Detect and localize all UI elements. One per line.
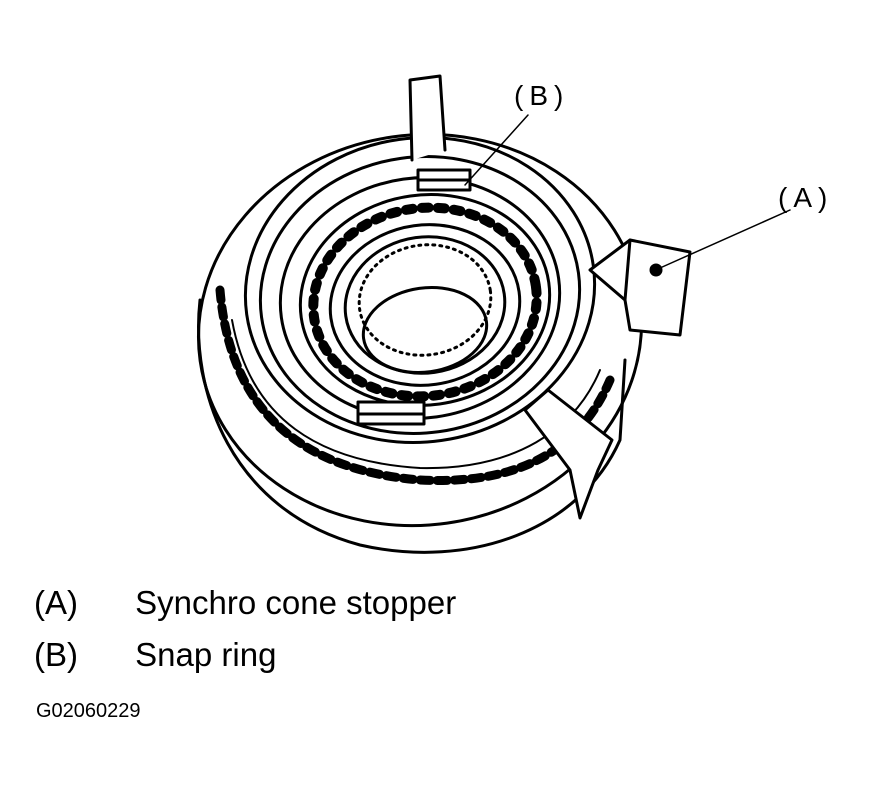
legend-description: Snap ring: [135, 636, 277, 673]
inner-sleeve: [343, 235, 507, 375]
legend-description: Synchro cone stopper: [135, 584, 457, 621]
bearing-race: [298, 193, 552, 407]
callout-label-a: (A): [778, 182, 834, 213]
figure-id: G02060229: [36, 700, 141, 722]
needle-bearing: [357, 243, 493, 357]
legend-row-a: (A) Synchro cone stopper: [34, 584, 456, 622]
callout-label-b: (B): [514, 80, 570, 111]
synchro-cone-outer: [243, 136, 597, 444]
synchro-cone-stopper: [588, 238, 692, 337]
leader-line-b: [464, 114, 529, 186]
cone-tab-top: [408, 74, 447, 162]
legend-key: (A): [34, 584, 78, 621]
bearing-rollers: [308, 202, 542, 402]
legend-key: (B): [34, 636, 78, 673]
center-bore: [361, 286, 489, 374]
leader-line-a: [659, 209, 791, 269]
stopper-leg: [523, 388, 614, 520]
legend-row-b: (B) Snap ring: [34, 636, 276, 674]
